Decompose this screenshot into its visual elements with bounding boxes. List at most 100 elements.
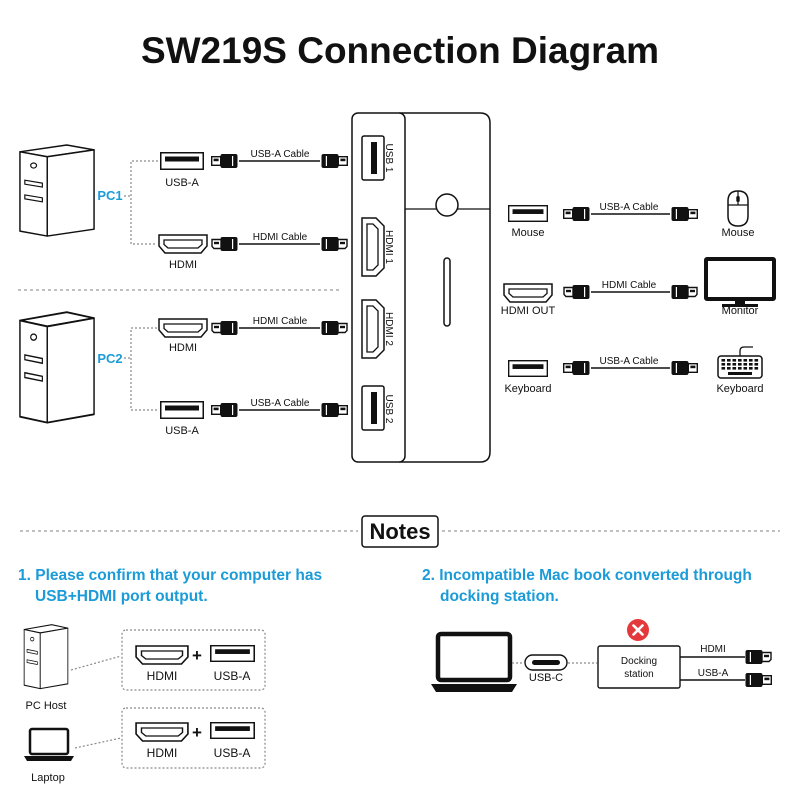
hdmi-port-inner [366,223,379,271]
kvm-switch: USB 1 HDMI 1 HDMI 2 USB 2 [351,112,491,463]
usb-a-port-icon [508,205,548,222]
switch-port-label: USB 1 [383,144,394,173]
usb-a-plug-icon [744,672,772,688]
note-2-line-1: 2. Incompatible Mac book converted throu… [422,567,752,584]
switch-port-label: HDMI 1 [383,230,394,264]
switch-port-label: HDMI 2 [383,312,394,346]
switch-port-hdmi2: HDMI 2 [361,299,394,359]
notes-heading-box [361,515,439,548]
switch-port-label: USB 2 [383,395,394,424]
hdmi-plug-icon [320,236,348,252]
pc-host-hdmi-label: HDMI [147,669,178,683]
pc2-hdmi-cable-label: HDMI Cable [253,316,308,327]
pc-host-link-line [70,655,122,671]
hdmi-port-icon [361,217,385,277]
switch-button [435,193,459,217]
notes-heading: Notes [369,519,430,544]
notes-header: Notes [20,515,780,548]
laptop-label: Laptop [31,772,65,784]
mouse-icon [727,190,749,227]
dock-hdmi-label: HDMI [700,644,726,655]
usb-a-plug-icon [211,402,239,418]
usb-port-contact [371,142,377,174]
keyboard-device-label: Keyboard [716,383,763,395]
hdmi-plug-icon [670,284,698,300]
pc-host-label: PC Host [26,700,67,712]
error-x-icon [627,619,649,641]
pc1-bracket-line [124,160,158,245]
usb-a-port-icon [160,401,204,419]
usb-a-plug-icon [670,360,698,376]
laptop-hdmi-label: HDMI [147,746,178,760]
pc-tower-icon [23,624,69,690]
hdmi-port-icon [158,234,208,254]
hdmi-plug-icon [211,320,239,336]
usb-a-plug-icon [563,360,591,376]
hdmi-out-port-label: HDMI OUT [501,305,556,317]
note-2-line-2: docking station. [440,588,559,605]
pc1-usb-port-label: USB-A [165,177,199,189]
hdmi-port-icon [503,283,553,303]
note-1: 1. Please confirm that your computer has… [18,567,322,784]
usb-a-plug-icon [320,153,348,169]
monitor-cable-label: HDMI Cable [602,280,657,291]
laptop-icon [431,631,517,692]
pc1-group: PC1 USB-A USB-A Cable HDMI HDMI Cable [19,144,348,271]
pc2-bracket-line [124,327,158,411]
switch-port-hdmi1: HDMI 1 [361,217,394,277]
usb-a-plug-icon [563,206,591,222]
hdmi-port-inner [366,305,379,353]
usb-a-plug-icon [320,402,348,418]
usb-a-port-icon [210,645,255,662]
pc-host-usb-label: USB-A [214,669,251,683]
switch-indicator-slot [443,257,451,327]
hdmi-plug-icon [563,284,591,300]
mouse-port-label: Mouse [511,227,544,239]
output-monitor-row: HDMI OUT HDMI Cable Monitor [501,257,776,317]
laptop-usb-label: USB-A [214,746,251,760]
docking-station-label-line-1: Docking [621,656,657,667]
usb-a-plug-icon [211,153,239,169]
plus-sign: + [192,646,202,665]
usb-port-contact [371,392,377,424]
usb-c-label: USB-C [529,672,563,684]
docking-station-box [597,645,681,689]
hdmi-plug-icon [320,320,348,336]
hdmi-plug-icon [744,649,772,665]
note-1-line-1: 1. Please confirm that your computer has [18,567,322,584]
hdmi-plug-icon [211,236,239,252]
hdmi-port-icon [158,318,208,338]
monitor-icon [704,257,776,307]
hdmi-port-icon [135,722,189,742]
plus-sign: + [192,723,202,742]
pc2-usb-cable-label: USB-A Cable [251,398,310,409]
hdmi-port-icon [361,299,385,359]
note-2: 2. Incompatible Mac book converted throu… [422,567,772,692]
page-title: SW219S Connection Diagram [141,30,659,71]
switch-port-usb1: USB 1 [361,135,394,181]
usb-a-port-icon [160,152,204,170]
docking-station-label-line-2: station [624,669,653,680]
usb-a-plug-icon [670,206,698,222]
output-keyboard-row: Keyboard USB-A Cable Keyboard [504,346,764,395]
hdmi-port-icon [135,645,189,665]
mouse-device-label: Mouse [721,227,754,239]
keyboard-cable-label: USB-A Cable [600,356,659,367]
usb-c-port-icon [524,654,568,671]
pc2-group: PC2 HDMI HDMI Cable USB-A USB-A Cable [19,311,348,437]
mouse-cable-label: USB-A Cable [600,202,659,213]
pc2-hdmi-port-label: HDMI [169,342,197,354]
pc-tower-icon [19,144,95,237]
switch-front-panel [351,112,406,463]
keyboard-icon [717,346,763,379]
laptop-link-line [74,737,122,749]
pc1-label: PC1 [97,188,122,203]
pc1-usb-cable-label: USB-A Cable [251,149,310,160]
pc-tower-icon [19,311,95,424]
note-1-line-2: USB+HDMI port output. [35,588,208,605]
monitor-device-label: Monitor [722,305,759,317]
output-mouse-row: Mouse USB-A Cable Mouse [508,190,755,239]
pc1-hdmi-cable-label: HDMI Cable [253,232,308,243]
pc2-label: PC2 [97,351,122,366]
